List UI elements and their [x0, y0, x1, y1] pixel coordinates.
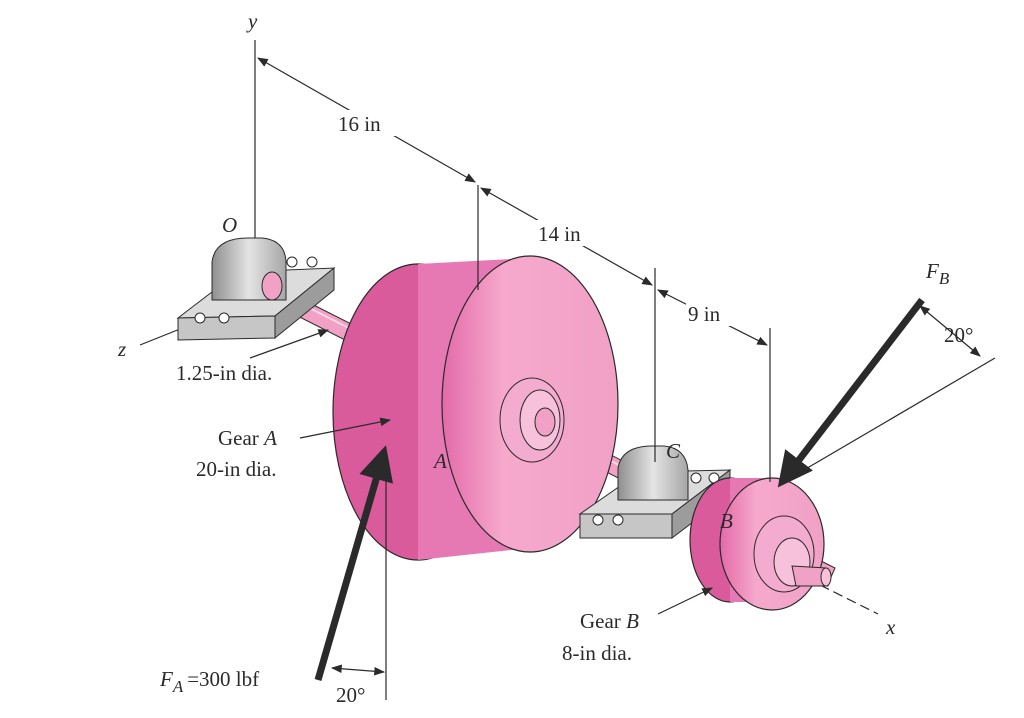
- gear-a-dia-label: 20-in dia.: [196, 457, 276, 481]
- x-axis-label: x: [885, 615, 896, 639]
- gear-a-face-letter: A: [432, 449, 447, 473]
- y-axis-label: y: [246, 9, 258, 33]
- bearing-c-letter: C: [666, 439, 681, 463]
- gear-a: [332, 255, 619, 561]
- force-b-angle-arrow: [919, 305, 981, 357]
- x-axis-line: [819, 584, 879, 615]
- shaft-dia-label: 1.25-in dia.: [176, 361, 272, 385]
- force-a-label: FA=300 lbf: [159, 667, 259, 696]
- origin-label: O: [222, 213, 237, 237]
- dim-label-14: 14 in: [538, 222, 581, 246]
- gear-b-face-letter: B: [720, 509, 733, 533]
- z-axis-label: z: [117, 337, 126, 361]
- force-b-label: FB: [925, 259, 950, 288]
- force-a-angle-arrow: [330, 664, 386, 676]
- dim-label-16: 16 in: [338, 112, 381, 136]
- shaft-dia-leader: [249, 329, 330, 359]
- force-a-angle-label: 20°: [336, 683, 365, 707]
- force-b-angle-label: 20°: [944, 323, 973, 347]
- gear-b-label: Gear B: [580, 609, 639, 633]
- bearing-o: [176, 237, 336, 341]
- force-b-arrow: [777, 297, 925, 488]
- dim-label-9: 9 in: [688, 302, 721, 326]
- force-a-arrow: [314, 445, 394, 681]
- gear-a-label: Gear A: [218, 426, 277, 450]
- gear-b-dia-label: 8-in dia.: [562, 641, 632, 665]
- force-b-ref-line: [779, 357, 996, 485]
- gear-b-leader: [657, 587, 713, 615]
- gear-a-leader: [299, 417, 392, 439]
- gear-b: [689, 477, 832, 611]
